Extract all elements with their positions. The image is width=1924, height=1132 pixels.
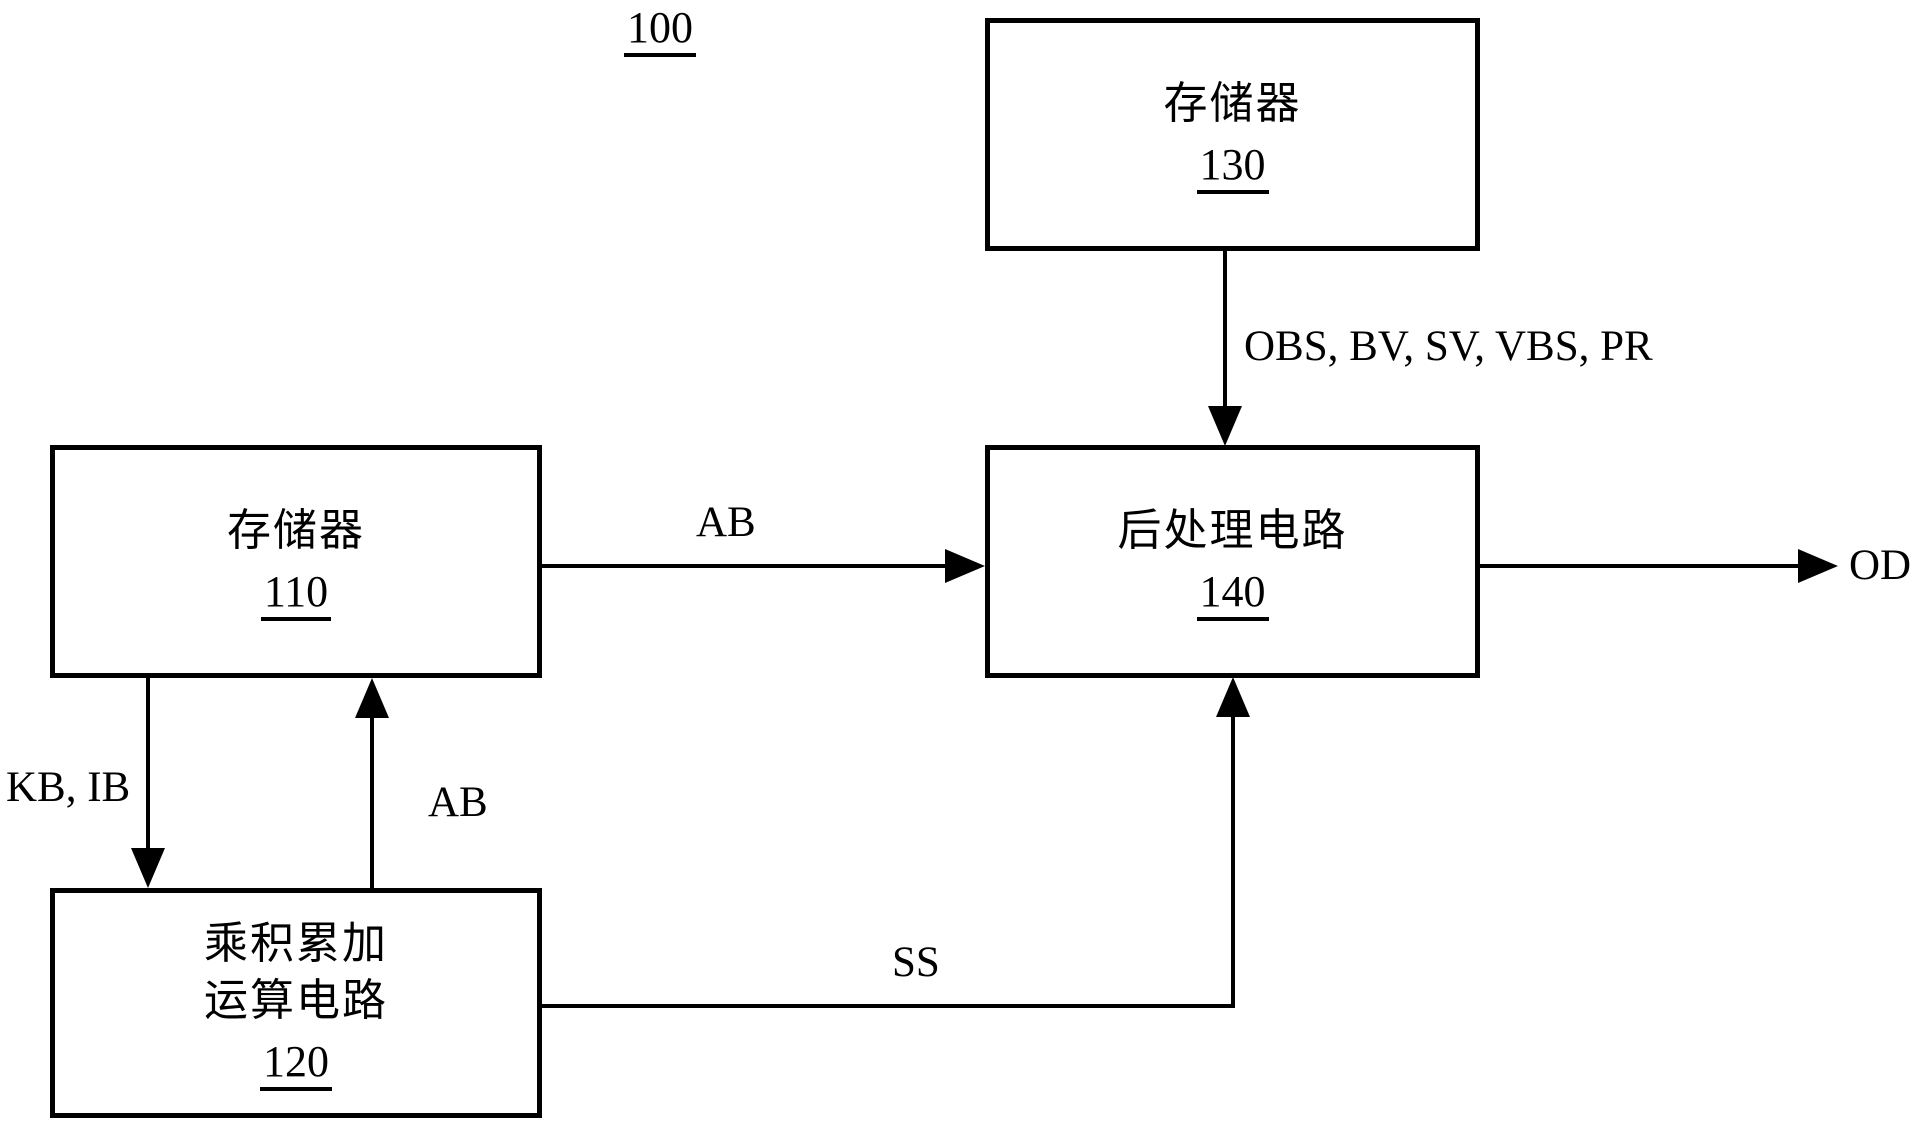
edge-mac120-to-post140-vline [1231,715,1235,1008]
post-processing-140-ref: 140 [1196,567,1269,622]
edge-mem110-to-post140-arrowhead-icon [945,549,985,583]
memory-110-box: 存储器 110 [50,445,542,678]
edge-mac120-to-mem110-arrowhead-icon [355,678,389,718]
post-processing-140-name: 后处理电路 [1117,505,1348,555]
edge-mac120-to-post140-hline [542,1004,1235,1008]
memory-110-ref: 110 [260,567,332,622]
edge-post140-output-line [1480,564,1800,568]
edge-mem110-to-mac120-line [146,678,150,850]
memory-130-ref: 130 [1196,140,1269,195]
edge-mac120-to-mem110-label: AB [428,779,488,826]
edge-mac120-to-post140-arrowhead-icon [1216,677,1250,717]
figure-number-label: 100 [624,2,696,57]
edge-mac120-to-post140-label: SS [892,939,940,986]
edge-mem110-to-mac120-label: KB, IB [6,764,131,811]
memory-130-name: 存储器 [1163,78,1302,128]
post-processing-140-box: 后处理电路 140 [985,445,1480,678]
edge-mem130-to-post140-label: OBS, BV, SV, VBS, PR [1244,323,1653,370]
mac-circuit-120-name-line1: 乘积累加 [204,918,388,968]
edge-mem130-to-post140-line [1223,251,1227,408]
mac-circuit-120-ref: 120 [260,1037,332,1092]
edge-mem110-to-post140-label: AB [696,499,756,546]
edge-mem130-to-post140-arrowhead-icon [1208,406,1242,446]
mac-circuit-120-name-line2: 运算电路 [204,975,388,1025]
memory-110-name: 存储器 [227,505,365,555]
memory-130-box: 存储器 130 [985,18,1480,251]
edge-post140-output-arrowhead-icon [1798,549,1838,583]
edge-mem110-to-mac120-arrowhead-icon [131,848,165,888]
mac-circuit-120-box: 乘积累加 运算电路 120 [50,888,542,1118]
edge-mem110-to-post140-line [542,564,948,568]
edge-mac120-to-mem110-line [370,716,374,888]
edge-post140-output-label: OD [1849,542,1912,589]
